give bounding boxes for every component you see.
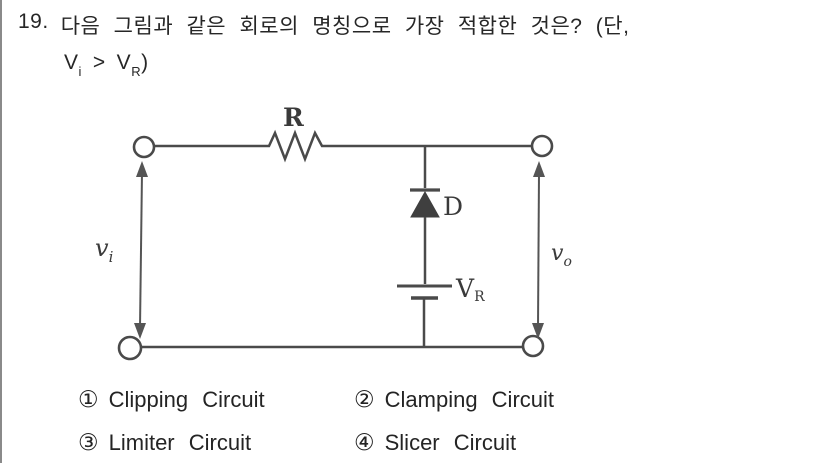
condition-close-paren: ) (141, 51, 149, 74)
input-voltage-arrow-line (139, 171, 143, 329)
question-text: 다음 그림과 같은 회로의 명칭으로 가장 적합한 것은? (단, (60, 15, 630, 38)
question-block: 19. 다음 그림과 같은 회로의 명칭으로 가장 적합한 것은? (단, Vi… (18, 10, 808, 80)
output-voltage-label: vo (551, 241, 572, 270)
question-condition: Vi>VR) (64, 51, 808, 80)
condition-comparator: > (92, 51, 106, 74)
question-number: 19. (18, 10, 49, 33)
battery-voltage-label: VR (455, 274, 485, 305)
question-line1: 19. 다음 그림과 같은 회로의 명칭으로 가장 적합한 것은? (단, (18, 10, 808, 40)
diode-label: D (443, 192, 463, 221)
output-arrowhead-down (532, 323, 544, 339)
input-arrowhead-down (134, 323, 146, 339)
option-4: ④ Slicer Circuit (354, 429, 554, 456)
diode-triangle (410, 190, 440, 218)
input-voltage-label: vi (95, 234, 114, 266)
answer-options: ① Clipping Circuit ② Clamping Circuit ③ Lim… (78, 386, 554, 456)
option-3-label: Limiter Circuit (108, 430, 252, 455)
option-1-number: ① (78, 386, 99, 412)
terminal-bottom-right (521, 334, 545, 358)
resistor-label: R (283, 103, 304, 132)
option-4-number: ④ (354, 429, 375, 455)
condition-v2: V (116, 51, 132, 74)
input-arrowhead-up (136, 161, 148, 177)
output-voltage-arrow-line (537, 171, 540, 329)
option-4-label: Slicer Circuit (384, 430, 517, 455)
terminal-top-left (132, 135, 156, 159)
option-1-label: Clipping Circuit (108, 387, 265, 412)
terminal-top-right (530, 134, 554, 158)
option-3: ③ Limiter Circuit (78, 429, 354, 456)
terminal-bottom-left (117, 335, 143, 361)
page-column-divider (0, 0, 2, 463)
option-1: ① Clipping Circuit (78, 386, 354, 413)
option-2-number: ② (354, 386, 375, 412)
condition-v1: V (64, 51, 79, 74)
output-arrowhead-up (533, 161, 545, 177)
option-2-label: Clamping Circuit (384, 387, 555, 412)
condition-v1-subscript: i (78, 64, 82, 80)
option-3-number: ③ (78, 429, 99, 455)
option-2: ② Clamping Circuit (354, 386, 554, 413)
top-wire-resistor (154, 129, 532, 163)
condition-v2-subscript: R (131, 64, 142, 80)
